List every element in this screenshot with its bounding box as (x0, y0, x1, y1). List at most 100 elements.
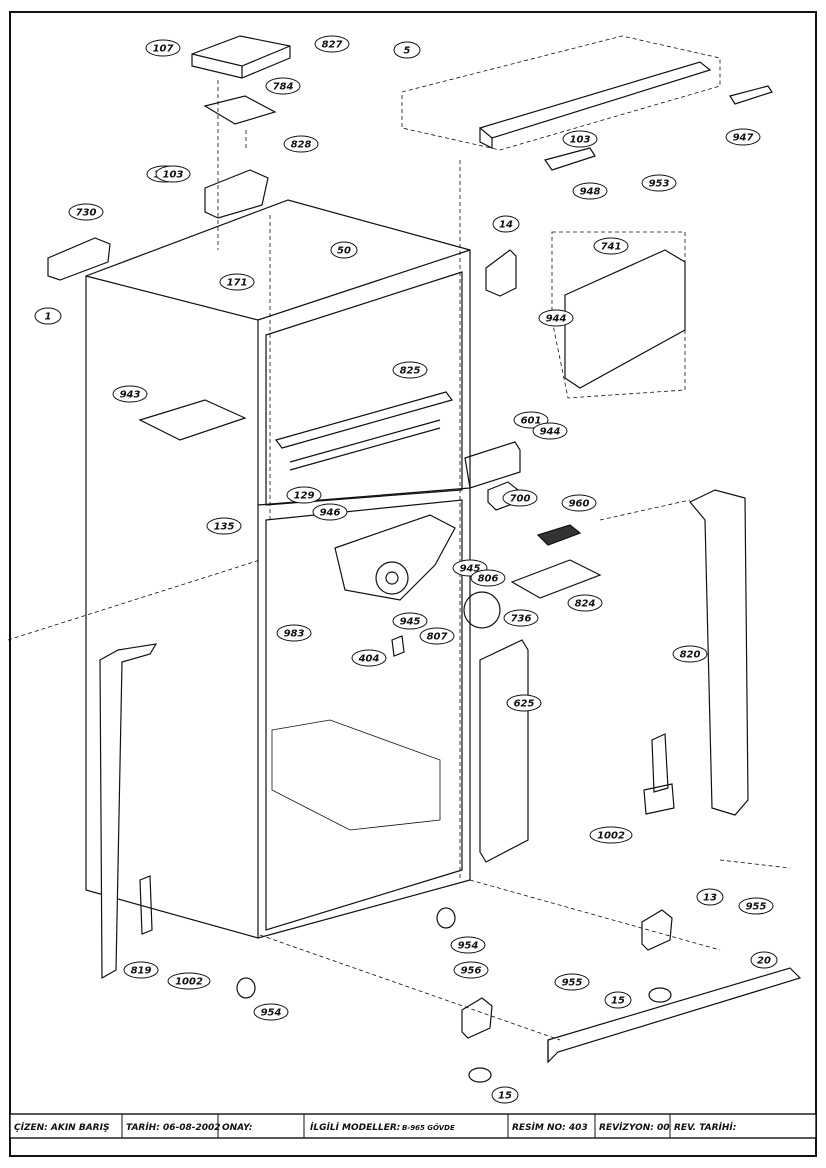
callout-bubble (286, 486, 322, 504)
callout-bubble (492, 215, 520, 233)
callout-bubble (253, 1003, 289, 1021)
callout-bubble (206, 517, 242, 535)
callout-983: 983 (276, 624, 312, 642)
callout-736: 736 (503, 609, 539, 627)
callout-1002: 1002 (167, 972, 211, 990)
callout-13: 13 (696, 888, 724, 906)
part-callouts: 1078277848281037305103947948953741149441… (34, 35, 778, 1104)
callout-bubble (532, 422, 568, 440)
callout-806: 806 (470, 569, 506, 587)
callout-730: 730 (68, 203, 104, 221)
callout-bubble (450, 936, 486, 954)
callout-960: 960 (561, 494, 597, 512)
callout-bubble (314, 35, 350, 53)
callout-954: 954 (450, 936, 486, 954)
callout-bubble (167, 972, 211, 990)
callout-label: 107 (153, 44, 174, 55)
callout-784: 784 (265, 77, 301, 95)
callout-bubble (112, 385, 148, 403)
title-drawing-no: RESİM NO: 403 (512, 1122, 588, 1133)
callout-label: 827 (322, 40, 343, 51)
callout-label: 730 (76, 208, 97, 219)
callout-953: 953 (641, 174, 677, 192)
callout-label: 14 (499, 220, 513, 231)
callout-947: 947 (725, 128, 761, 146)
callout-label: 700 (510, 494, 531, 505)
callout-label: 944 (540, 427, 561, 438)
callout-bubble (561, 494, 597, 512)
callout-label: 820 (680, 650, 701, 661)
callout-label: 960 (569, 499, 590, 510)
callout-label: 807 (427, 632, 448, 643)
callout-bubble (155, 165, 191, 183)
callout-label: 15 (498, 1091, 512, 1102)
title-date: TARİH: 06-08-2002 (126, 1122, 221, 1133)
callout-label: 945 (400, 617, 421, 628)
callout-bubble (503, 609, 539, 627)
callout-944: 944 (532, 422, 568, 440)
title-block: ÇİZEN: AKIN BARIŞ TARİH: 06-08-2002 ONAY… (9, 1113, 817, 1139)
callout-label: 954 (458, 941, 479, 952)
callout-bubble (491, 1086, 519, 1104)
callout-label: 129 (294, 491, 315, 502)
callout-bubble (68, 203, 104, 221)
callout-label: 601 (521, 416, 542, 427)
callout-945: 945 (392, 612, 428, 630)
callout-label: 741 (601, 242, 622, 253)
callout-bubble (593, 237, 629, 255)
callout-828: 828 (283, 135, 319, 153)
callout-bubble (265, 77, 301, 95)
callout-bubble (738, 897, 774, 915)
callout-bubble (276, 624, 312, 642)
title-approval: ONAY: (222, 1123, 252, 1133)
callout-label: 955 (562, 978, 583, 989)
callout-955: 955 (738, 897, 774, 915)
callout-bubble (283, 135, 319, 153)
callout-955: 955 (554, 973, 590, 991)
callout-944: 944 (538, 309, 574, 327)
callout-label: 135 (214, 522, 235, 533)
callout-15: 15 (604, 991, 632, 1009)
callout-label: 806 (478, 574, 499, 585)
callout-bubble (502, 489, 538, 507)
callout-700: 700 (502, 489, 538, 507)
title-revision: REVİZYON: 00 (599, 1122, 670, 1133)
callout-601: 601 (513, 411, 549, 429)
callout-label: 945 (460, 564, 481, 575)
callout-103: 103 (155, 165, 191, 183)
callout-827: 827 (314, 35, 350, 53)
callout-bubble (538, 309, 574, 327)
callout-label: 947 (733, 133, 754, 144)
callout-bubble (419, 627, 455, 645)
callout-135: 135 (206, 517, 242, 535)
callout-bubble (672, 645, 708, 663)
callout-label: 171 (227, 278, 248, 289)
callout-label: 944 (546, 314, 567, 325)
callout-bubble (392, 612, 428, 630)
callout-14: 14 (492, 215, 520, 233)
callout-625: 625 (506, 694, 542, 712)
callout-bubble (641, 174, 677, 192)
callout-bubble (696, 888, 724, 906)
callout-label: 15 (611, 996, 625, 1007)
callout-label: 953 (649, 179, 670, 190)
callout-label: 13 (703, 893, 717, 904)
callout-171: 171 (219, 273, 255, 291)
callout-bubble (567, 594, 603, 612)
callout-label: 943 (120, 390, 141, 401)
callout-label: 946 (320, 508, 341, 519)
title-models-value: B-965 GÖVDE (402, 1123, 455, 1132)
callout-807: 807 (419, 627, 455, 645)
callout-bubble (562, 130, 598, 148)
callout-1: 1 (34, 307, 62, 325)
callout-label: 404 (358, 654, 380, 665)
callout-label: 948 (580, 187, 601, 198)
callout-label: 955 (746, 902, 767, 913)
callout-label: 103 (570, 135, 591, 146)
callout-bubble (572, 182, 608, 200)
callout-bubble (34, 307, 62, 325)
callout-label: 50 (337, 246, 351, 257)
callout-bubble (312, 503, 348, 521)
callout-label: 824 (575, 599, 596, 610)
